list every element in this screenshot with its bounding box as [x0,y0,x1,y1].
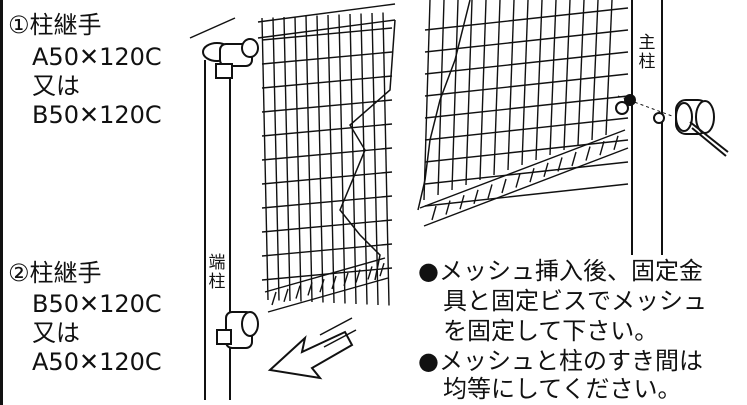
joint-top-title: ①柱継手 [8,11,102,39]
mesh-wire-horizontal [424,7,629,31]
mesh-wire-horizontal [424,139,629,163]
mesh-fold-rib [571,151,577,167]
mesh-wire-horizontal [424,161,629,185]
joint-fitting-top [215,38,259,79]
mesh-wire-vertical [338,14,346,304]
mesh-right-cut-edge [417,0,471,211]
mesh-fold-rib [283,288,289,303]
mesh-wire-vertical [563,0,571,151]
mesh-wire-vertical [465,0,473,186]
mesh-wire-horizontal [261,27,393,41]
note-line-2: 具と固定ビスでメッシュ [443,286,707,316]
mesh-fold-rib [431,205,437,221]
end-post-label: 端柱 [208,253,226,292]
mesh-wire-vertical [507,0,515,171]
note-line-3: を固定して下さい。 [443,316,659,346]
main-post-label: 主柱 [638,33,656,72]
mesh-fold-rib [295,285,301,299]
note-line-1: ●メッシュ挿入後、固定金 [418,256,703,286]
mesh-wire-vertical [327,14,335,304]
mesh-fold-bottom [423,147,629,227]
mesh-fold-rib [473,189,479,204]
mesh-wire-horizontal [261,99,393,113]
mesh-wire-vertical [549,0,557,156]
mesh-fold-rib [529,168,535,183]
mesh-wire-vertical [294,16,302,302]
mesh-fold-rib [515,173,521,188]
mesh-wire-horizontal [261,219,393,233]
joint-top-or: 又は [32,72,80,100]
mesh-fold-rib [501,178,507,194]
mesh-wire-horizontal [424,117,629,141]
mesh-wire-horizontal [261,243,393,257]
joint-top-model-2: B50✕120C [32,101,162,129]
mesh-wire-vertical [305,15,313,303]
mesh-wire-vertical [382,12,390,306]
mesh-wire-horizontal [424,95,629,119]
mesh-wire-vertical [283,16,291,302]
mesh-fold-rib [343,272,349,287]
mesh-fold-top [257,3,396,23]
mesh-wire-horizontal [261,171,393,185]
mesh-wire-vertical [360,13,368,305]
mesh-fold-bottom [419,129,626,209]
mesh-wire-horizontal [261,147,393,161]
joint-bottom-model-2: A50✕120C [32,348,162,376]
joint-bottom-or: 又は [32,319,80,347]
mesh-wire-vertical [521,0,529,166]
mesh-wire-horizontal [424,29,629,53]
mesh-wire-horizontal [261,51,393,65]
mesh-fold-rib [487,184,493,199]
mesh-fold-rib [543,162,549,177]
mesh-wire-vertical [423,0,431,201]
mesh-fold-rib [459,195,465,210]
mesh-wire-vertical [591,0,599,141]
note-line-5: 均等にしてください。 [443,374,682,404]
joint-bottom-model-1: B50✕120C [32,290,162,318]
mesh-wire-horizontal [424,51,629,75]
mesh-fold-rib [613,135,619,150]
fixing-bracket [615,94,729,157]
mesh-wire-horizontal [424,183,629,207]
mesh-wire-horizontal [261,75,393,89]
mesh-panel-right [419,0,629,227]
mesh-left-cut-edge [339,19,396,281]
mesh-fold-rib [355,269,361,283]
mesh-fold-rib [271,291,277,306]
mesh-fold-rib [307,282,313,296]
mesh-wire-vertical [261,17,269,301]
joint-top-model-1: A50✕120C [32,43,162,71]
mesh-fold-rib [585,146,591,161]
mesh-fold-bottom [264,257,386,293]
joint-bottom-title: ②柱継手 [8,259,102,287]
mesh-panel-left [257,3,396,313]
mesh-fold-rib [331,275,337,290]
mesh-wire-vertical [451,0,459,191]
main-post [631,0,663,255]
mesh-fold-top [257,19,396,39]
mesh-wire-vertical [535,0,543,161]
mesh-wire-horizontal [261,195,393,209]
mesh-wire-vertical [605,0,613,136]
joint-fitting-bottom [216,311,259,349]
mesh-fold-bottom [267,277,389,313]
mesh-fold-rib [319,278,325,293]
mesh-fold-rib [599,141,605,156]
mesh-wire-vertical [371,12,379,306]
mesh-wire-vertical [349,13,357,305]
mesh-wire-vertical [577,0,585,146]
mesh-fold-rib [379,262,385,277]
mesh-fold-rib [367,266,373,280]
mesh-fold-rib [557,157,563,172]
mesh-wire-horizontal [261,123,393,137]
mesh-wire-vertical [316,15,324,303]
mesh-wire-horizontal [424,73,629,97]
mesh-fold-rib [445,200,451,215]
note-line-4: ●メッシュと柱のすき間は [418,346,703,376]
